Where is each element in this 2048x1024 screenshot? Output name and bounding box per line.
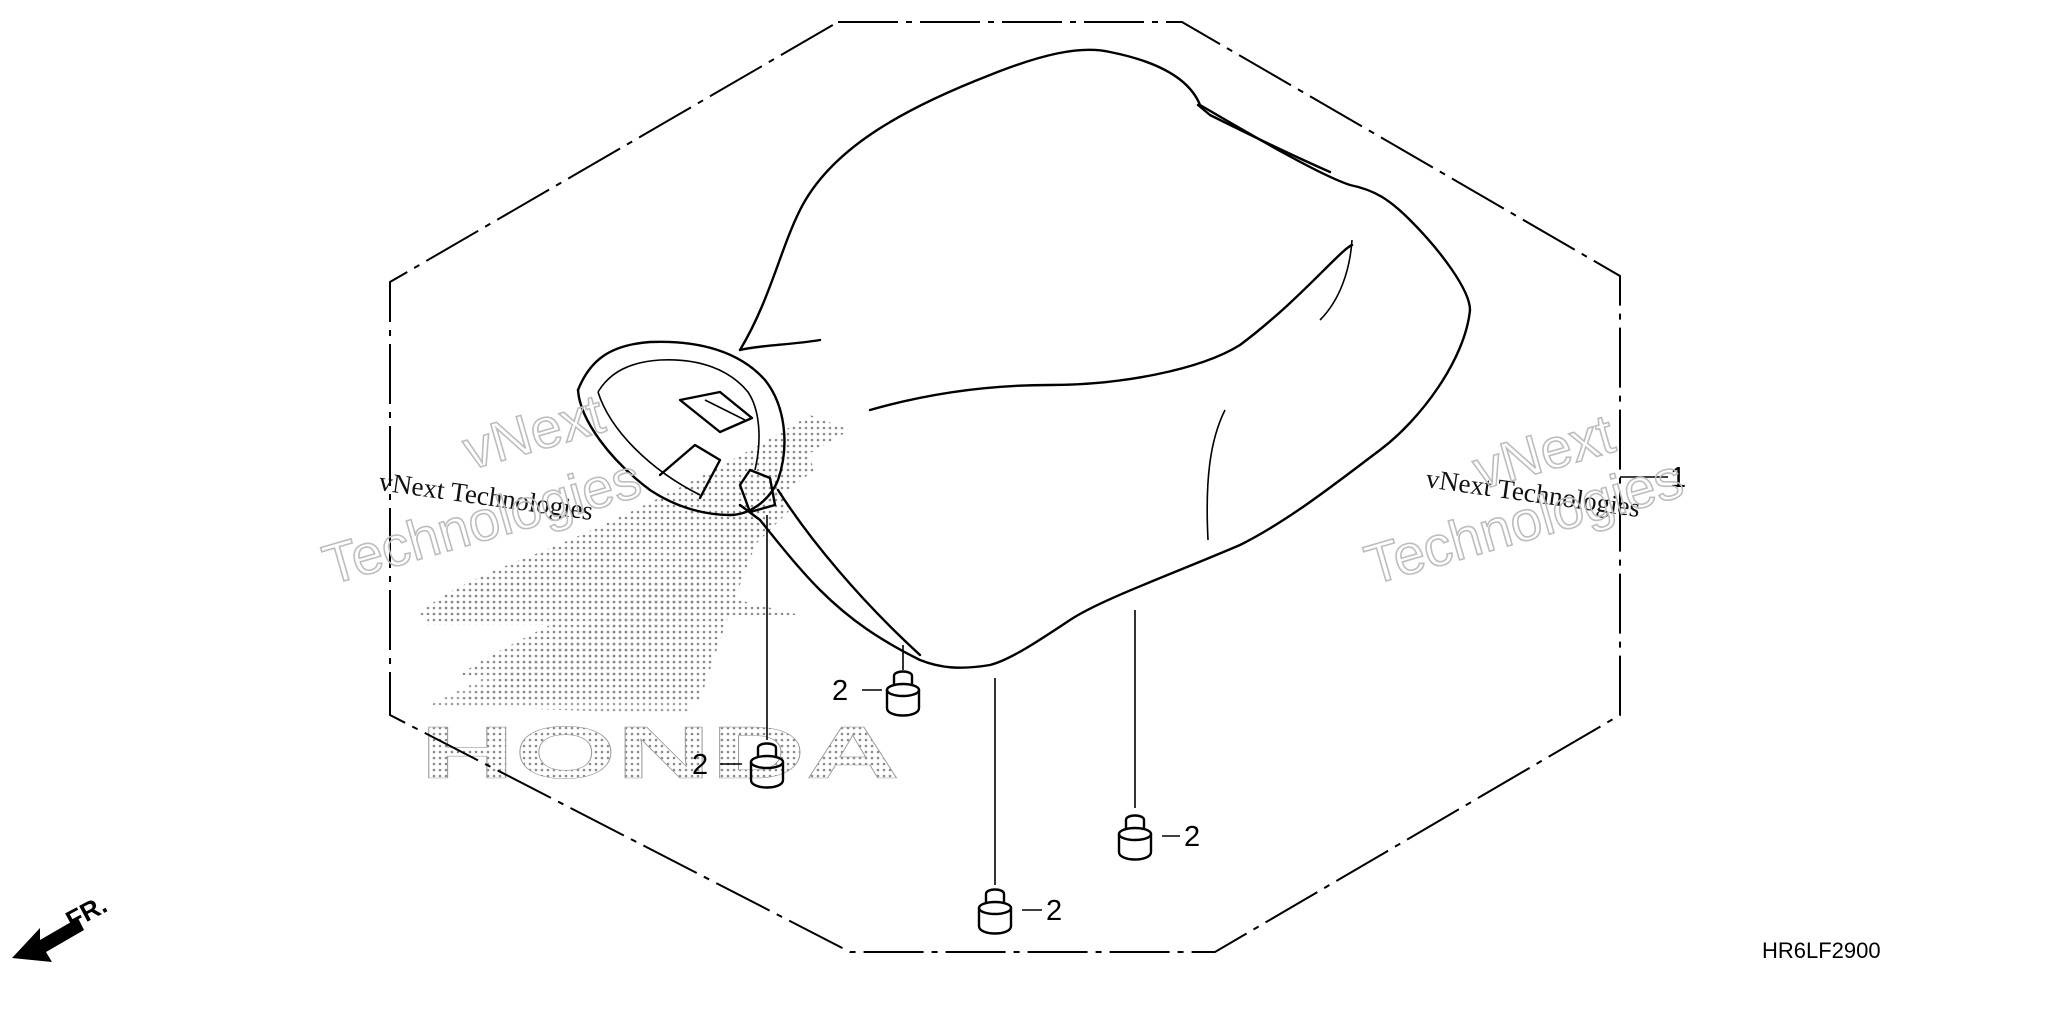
callout-rubber-a: 2	[692, 749, 708, 781]
callout-seat: 1	[1670, 462, 1686, 494]
front-direction-marker: FR.	[12, 889, 112, 962]
callout-rubber-b: 2	[832, 675, 848, 707]
diagram-code: HR6LF2900	[1762, 938, 1881, 963]
front-arrow-icon	[12, 918, 84, 962]
seat-drawing	[576, 48, 1472, 669]
rubber-grommet-b	[885, 670, 921, 717]
rubber-grommet-d	[977, 888, 1013, 935]
rubber-grommet-a	[749, 742, 785, 789]
assembly-boundary	[389, 21, 1621, 953]
callout-rubber-c: 2	[1184, 821, 1200, 853]
leader-lines	[720, 476, 1668, 911]
rubber-grommet-c	[1117, 814, 1153, 861]
honda-wing-logo: HONDA	[420, 415, 900, 794]
honda-logo-text: HONDA	[420, 711, 900, 794]
callout-rubber-d: 2	[1046, 895, 1062, 927]
watermark-right: vNext Technologies vNext Technologies	[1357, 401, 1690, 598]
